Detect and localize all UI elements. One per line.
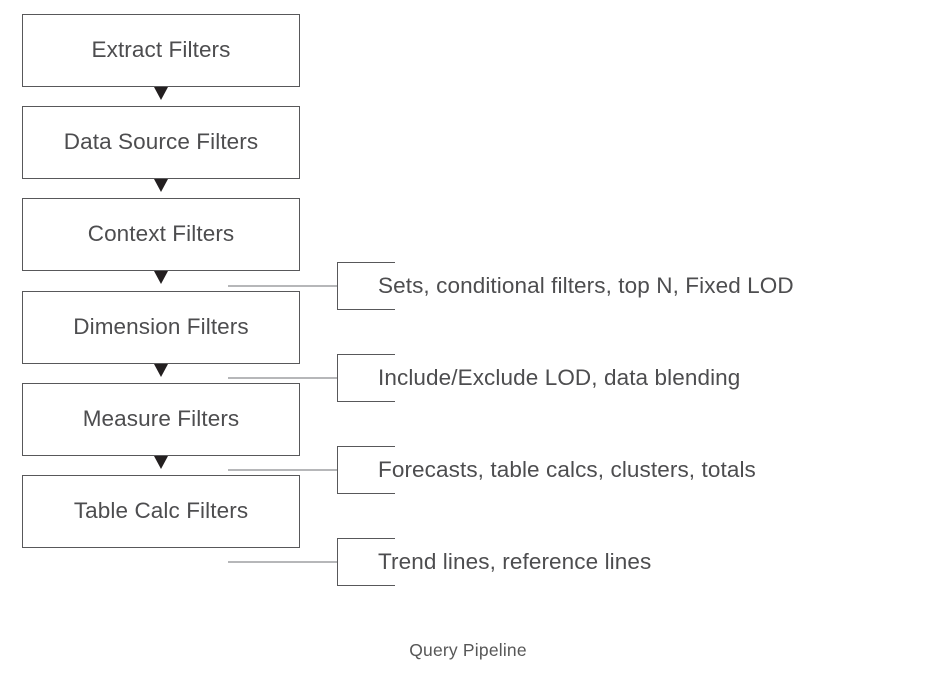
flow-box-label: Extract Filters <box>91 37 231 63</box>
flow-box-label: Dimension Filters <box>73 314 249 340</box>
flow-arrow-down-icon <box>153 364 168 377</box>
annotation-bracket <box>337 446 395 494</box>
annotation-connector-line <box>228 469 338 471</box>
annotation-label: Trend lines, reference lines <box>378 549 652 574</box>
flow-box-dimension-filters[interactable]: Dimension Filters <box>22 291 300 364</box>
flow-box-data-source-filters[interactable]: Data Source Filters <box>22 106 300 179</box>
flow-box-label: Measure Filters <box>82 406 240 432</box>
flow-box-context-filters[interactable]: Context Filters <box>22 198 300 271</box>
annotation-connector-line <box>228 285 338 287</box>
flow-box-table-calc-filters[interactable]: Table Calc Filters <box>22 475 300 548</box>
flow-arrow-down-icon <box>153 87 168 100</box>
annotation-connector-line <box>228 561 338 563</box>
flow-box-label: Table Calc Filters <box>73 498 249 524</box>
annotation-label: Sets, conditional filters, top N, Fixed … <box>378 273 794 298</box>
annotation-bracket <box>337 538 395 586</box>
annotation-label: Include/Exclude LOD, data blending <box>378 365 741 390</box>
flow-arrow-down-icon <box>153 271 168 284</box>
diagram-caption: Query Pipeline <box>409 640 527 660</box>
flow-box-measure-filters[interactable]: Measure Filters <box>22 383 300 456</box>
flow-box-label: Data Source Filters <box>63 129 259 155</box>
annotation-connector-line <box>228 377 338 379</box>
flow-arrow-down-icon <box>153 456 168 469</box>
annotation-bracket <box>337 262 395 310</box>
annotation-label: Forecasts, table calcs, clusters, totals <box>378 457 756 482</box>
flow-box-extract-filters[interactable]: Extract Filters <box>22 14 300 87</box>
flow-arrow-down-icon <box>153 179 168 192</box>
flow-box-label: Context Filters <box>87 221 235 247</box>
annotation-bracket <box>337 354 395 402</box>
